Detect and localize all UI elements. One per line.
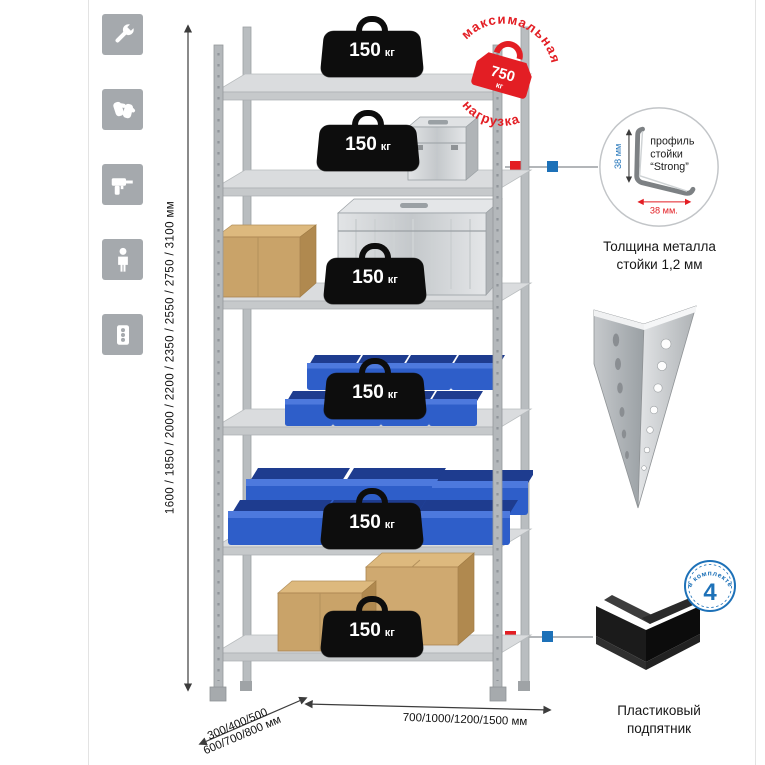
person-icon bbox=[117, 247, 128, 272]
kit-count-badge: в комплекте 4 bbox=[684, 560, 736, 612]
profile-cross-section-icon bbox=[634, 126, 696, 196]
height-dimension-label: 1600 / 1850 / 2000 / 2200 / 2350 / 2550 … bbox=[164, 200, 177, 515]
feature-tile-person bbox=[102, 239, 143, 280]
marker-blue-bottom bbox=[542, 631, 553, 642]
foot-caption: Пластиковый подпятник bbox=[617, 703, 701, 737]
rack-foot-back-right bbox=[518, 681, 530, 691]
post-holes bbox=[641, 338, 672, 471]
svg-text:максимальная: максимальная bbox=[456, 0, 573, 69]
profile-line3: “Strong” bbox=[650, 161, 689, 173]
profile-dim-vertical: 38 мм bbox=[613, 144, 623, 169]
depth-dimension-line bbox=[198, 696, 308, 746]
marker-blue-top bbox=[547, 161, 558, 172]
wrench-icon bbox=[115, 22, 135, 42]
post-profile-detail: 38 мм профиль стойки “Strong” 38 мм. bbox=[599, 107, 719, 227]
power-strip-icon bbox=[116, 324, 129, 345]
drill-icon bbox=[111, 177, 133, 195]
width-dimension-line bbox=[304, 699, 552, 715]
profile-dim-horizontal: 38 мм. bbox=[650, 206, 678, 216]
plastic-foot-image bbox=[596, 595, 700, 670]
stamp-word-top: максимальная bbox=[456, 0, 573, 69]
right-divider bbox=[755, 0, 756, 765]
stamp-weight-icon bbox=[471, 41, 532, 99]
marker-red-top bbox=[510, 161, 521, 172]
weight-handle-icon bbox=[352, 110, 384, 129]
badge-value: 4 bbox=[703, 579, 717, 606]
weight-handle-icon bbox=[356, 488, 388, 507]
post-slots bbox=[612, 333, 629, 459]
weight-handle-icon bbox=[359, 243, 391, 262]
stamp-unit: кг bbox=[495, 80, 505, 91]
rack-illustration bbox=[209, 26, 533, 702]
max-load-stamp: максимальная нагрузка 750 кг bbox=[425, 0, 583, 149]
aluminium-case-small bbox=[407, 116, 479, 181]
stamp-value: 750 bbox=[489, 64, 517, 86]
profile-caption: Толщина металла стойки 1,2 мм bbox=[603, 239, 716, 273]
feature-tile-assembly bbox=[102, 14, 143, 55]
weight-handle-icon bbox=[356, 16, 388, 35]
rack-back-post-left bbox=[242, 26, 252, 690]
feature-tile-drill bbox=[102, 164, 143, 205]
weight-handle-icon bbox=[359, 358, 391, 377]
corner-post-image bbox=[593, 305, 697, 509]
rack-foot-left bbox=[209, 686, 227, 702]
left-divider bbox=[88, 0, 89, 765]
profile-line2: стойки bbox=[650, 148, 683, 160]
weight-handle-icon bbox=[356, 596, 388, 615]
rack-foot-back-left bbox=[240, 681, 252, 691]
feature-tile-power-strip bbox=[102, 314, 143, 355]
rack-foot-right bbox=[489, 686, 507, 702]
gloves-icon bbox=[112, 101, 135, 118]
feature-tile-gloves bbox=[102, 89, 143, 130]
profile-line1: профиль bbox=[650, 136, 695, 148]
cardboard-box-shelf3 bbox=[214, 224, 318, 298]
height-dimension-line bbox=[183, 24, 193, 692]
